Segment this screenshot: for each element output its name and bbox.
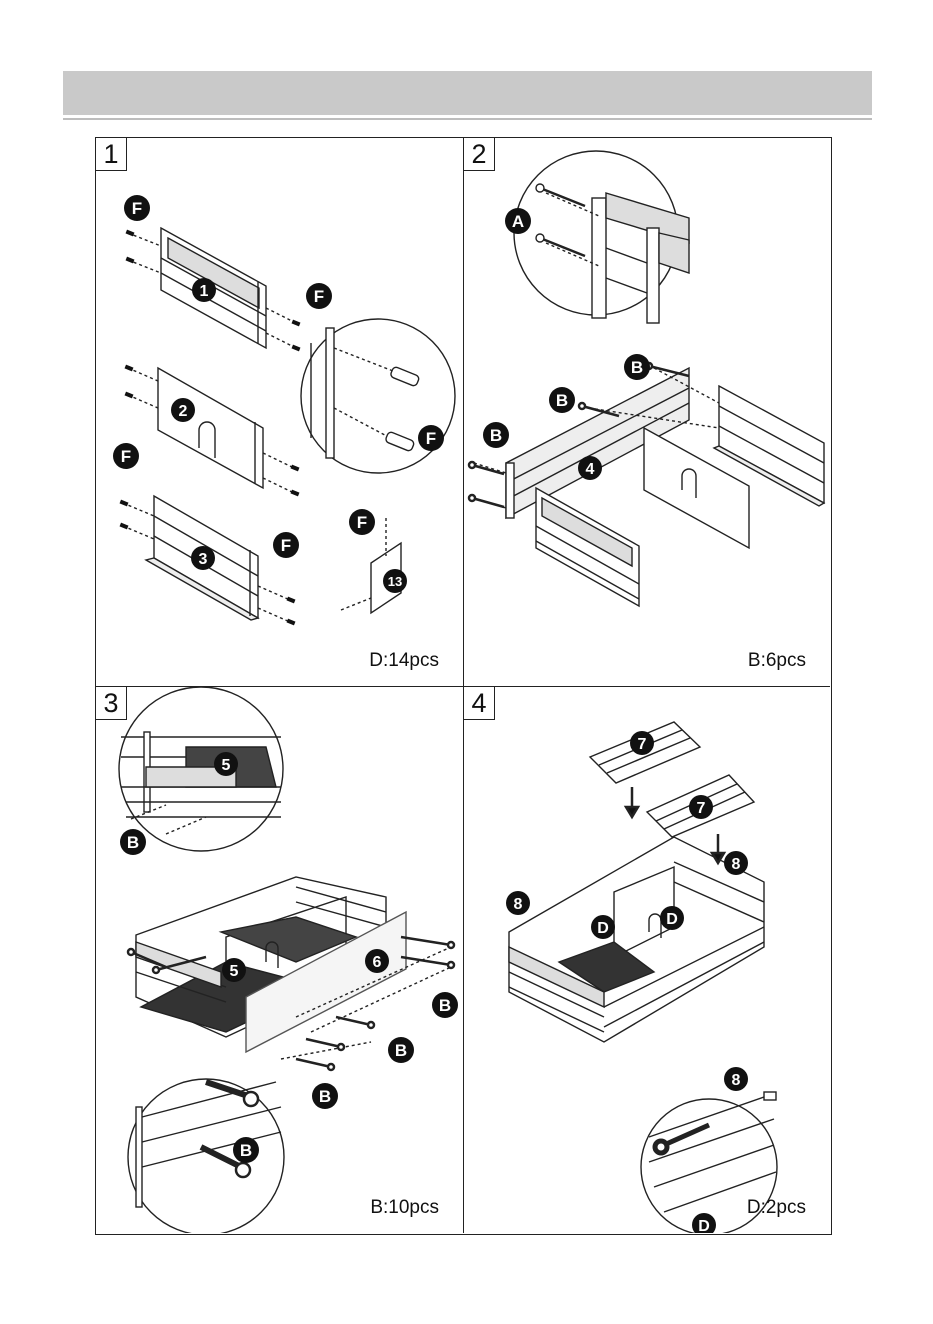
hardware-quantity: B:10pcs — [370, 1197, 439, 1219]
svg-text:6: 6 — [373, 954, 382, 971]
step-3-illustration: 5 B 5 6 B B B B — [96, 687, 464, 1233]
step-4-illustration: 7 7 8 8 D D 8 D — [464, 687, 830, 1233]
svg-text:7: 7 — [638, 736, 647, 753]
step-2-panel: 2 — [464, 138, 830, 687]
svg-text:F: F — [426, 429, 436, 448]
svg-text:8: 8 — [514, 896, 523, 913]
svg-text:F: F — [314, 287, 324, 306]
svg-text:B: B — [556, 391, 568, 410]
svg-text:B: B — [127, 833, 139, 852]
svg-text:B: B — [319, 1087, 331, 1106]
svg-text:D: D — [698, 1218, 710, 1233]
svg-text:4: 4 — [586, 461, 595, 478]
step-2-illustration: A B B B 4 — [464, 138, 830, 687]
svg-text:13: 13 — [388, 574, 402, 589]
svg-text:D: D — [666, 911, 678, 928]
instruction-grid: 1 — [95, 137, 832, 1235]
svg-text:F: F — [357, 513, 367, 532]
svg-text:F: F — [132, 199, 142, 218]
hardware-quantity: D:14pcs — [369, 650, 439, 672]
svg-text:7: 7 — [697, 800, 706, 817]
svg-text:B: B — [439, 996, 451, 1015]
svg-text:1: 1 — [200, 283, 209, 300]
svg-text:8: 8 — [732, 1072, 741, 1089]
hardware-quantity: D:2pcs — [747, 1197, 806, 1219]
svg-text:B: B — [240, 1141, 252, 1160]
svg-text:F: F — [281, 536, 291, 555]
svg-text:B: B — [631, 358, 643, 377]
svg-text:5: 5 — [222, 757, 231, 774]
step-3-panel: 3 — [96, 687, 464, 1233]
svg-text:F: F — [121, 447, 131, 466]
svg-text:8: 8 — [732, 856, 741, 873]
step-4-panel: 4 — [464, 687, 830, 1233]
step-1-panel: 1 — [96, 138, 464, 687]
hardware-quantity: B:6pcs — [748, 650, 806, 672]
header-rule — [63, 118, 872, 120]
svg-text:B: B — [395, 1041, 407, 1060]
svg-text:2: 2 — [179, 403, 188, 420]
svg-text:A: A — [512, 212, 524, 231]
svg-text:3: 3 — [199, 551, 208, 568]
svg-text:D: D — [597, 920, 609, 937]
step-1-illustration: F F F F F F 1 2 3 13 — [96, 138, 464, 687]
svg-text:5: 5 — [230, 963, 239, 980]
header-bar — [63, 71, 872, 115]
svg-text:B: B — [490, 426, 502, 445]
